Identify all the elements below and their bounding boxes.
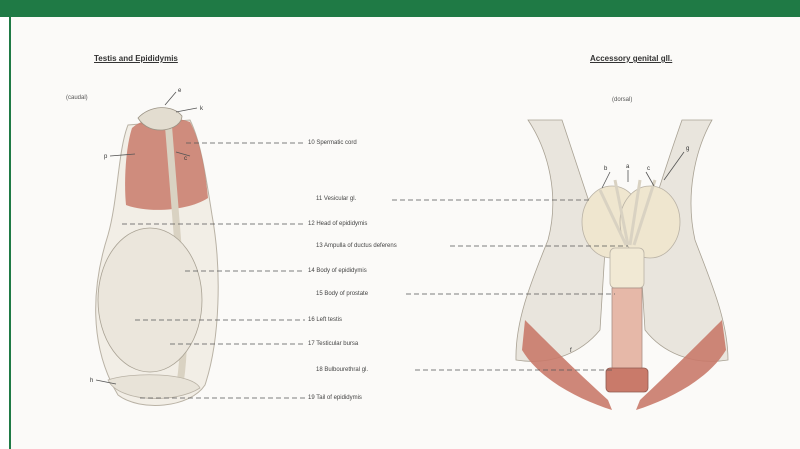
label-body-of-epididymis: 14 Body of epididymis bbox=[308, 268, 367, 274]
label-head-of-epididymis: 12 Head of epididymis bbox=[308, 221, 367, 227]
letter-g: g bbox=[686, 146, 689, 152]
letter-p: p bbox=[104, 154, 108, 160]
letter-b: b bbox=[604, 166, 608, 172]
label-bulbourethral-gland: 18 Bulbourethral gl. bbox=[316, 367, 368, 373]
label-spermatic-cord: 10 Spermatic cord bbox=[308, 140, 357, 146]
label-body-of-prostate: 15 Body of prostate bbox=[316, 291, 368, 297]
accessory-glands-drawing: a b c g f bbox=[516, 120, 728, 410]
letter-c-right: c bbox=[647, 166, 650, 172]
label-left-testis: 16 Left testis bbox=[308, 317, 342, 323]
letter-k: k bbox=[200, 106, 204, 112]
label-vesicular-gland: 11 Vesicular gl. bbox=[316, 196, 356, 202]
letter-e: e bbox=[178, 88, 182, 94]
letter-a: a bbox=[626, 164, 630, 170]
label-ampulla-of-ductus-deferens: 13 Ampulla of ductus deferens bbox=[316, 243, 397, 249]
testis-drawing: e k p c h bbox=[90, 88, 218, 405]
letter-c: c bbox=[184, 156, 187, 162]
letter-h: h bbox=[90, 378, 93, 384]
label-testicular-bursa: 17 Testicular bursa bbox=[308, 341, 358, 347]
label-tail-of-epididymis: 19 Tail of epididymis bbox=[308, 395, 362, 401]
